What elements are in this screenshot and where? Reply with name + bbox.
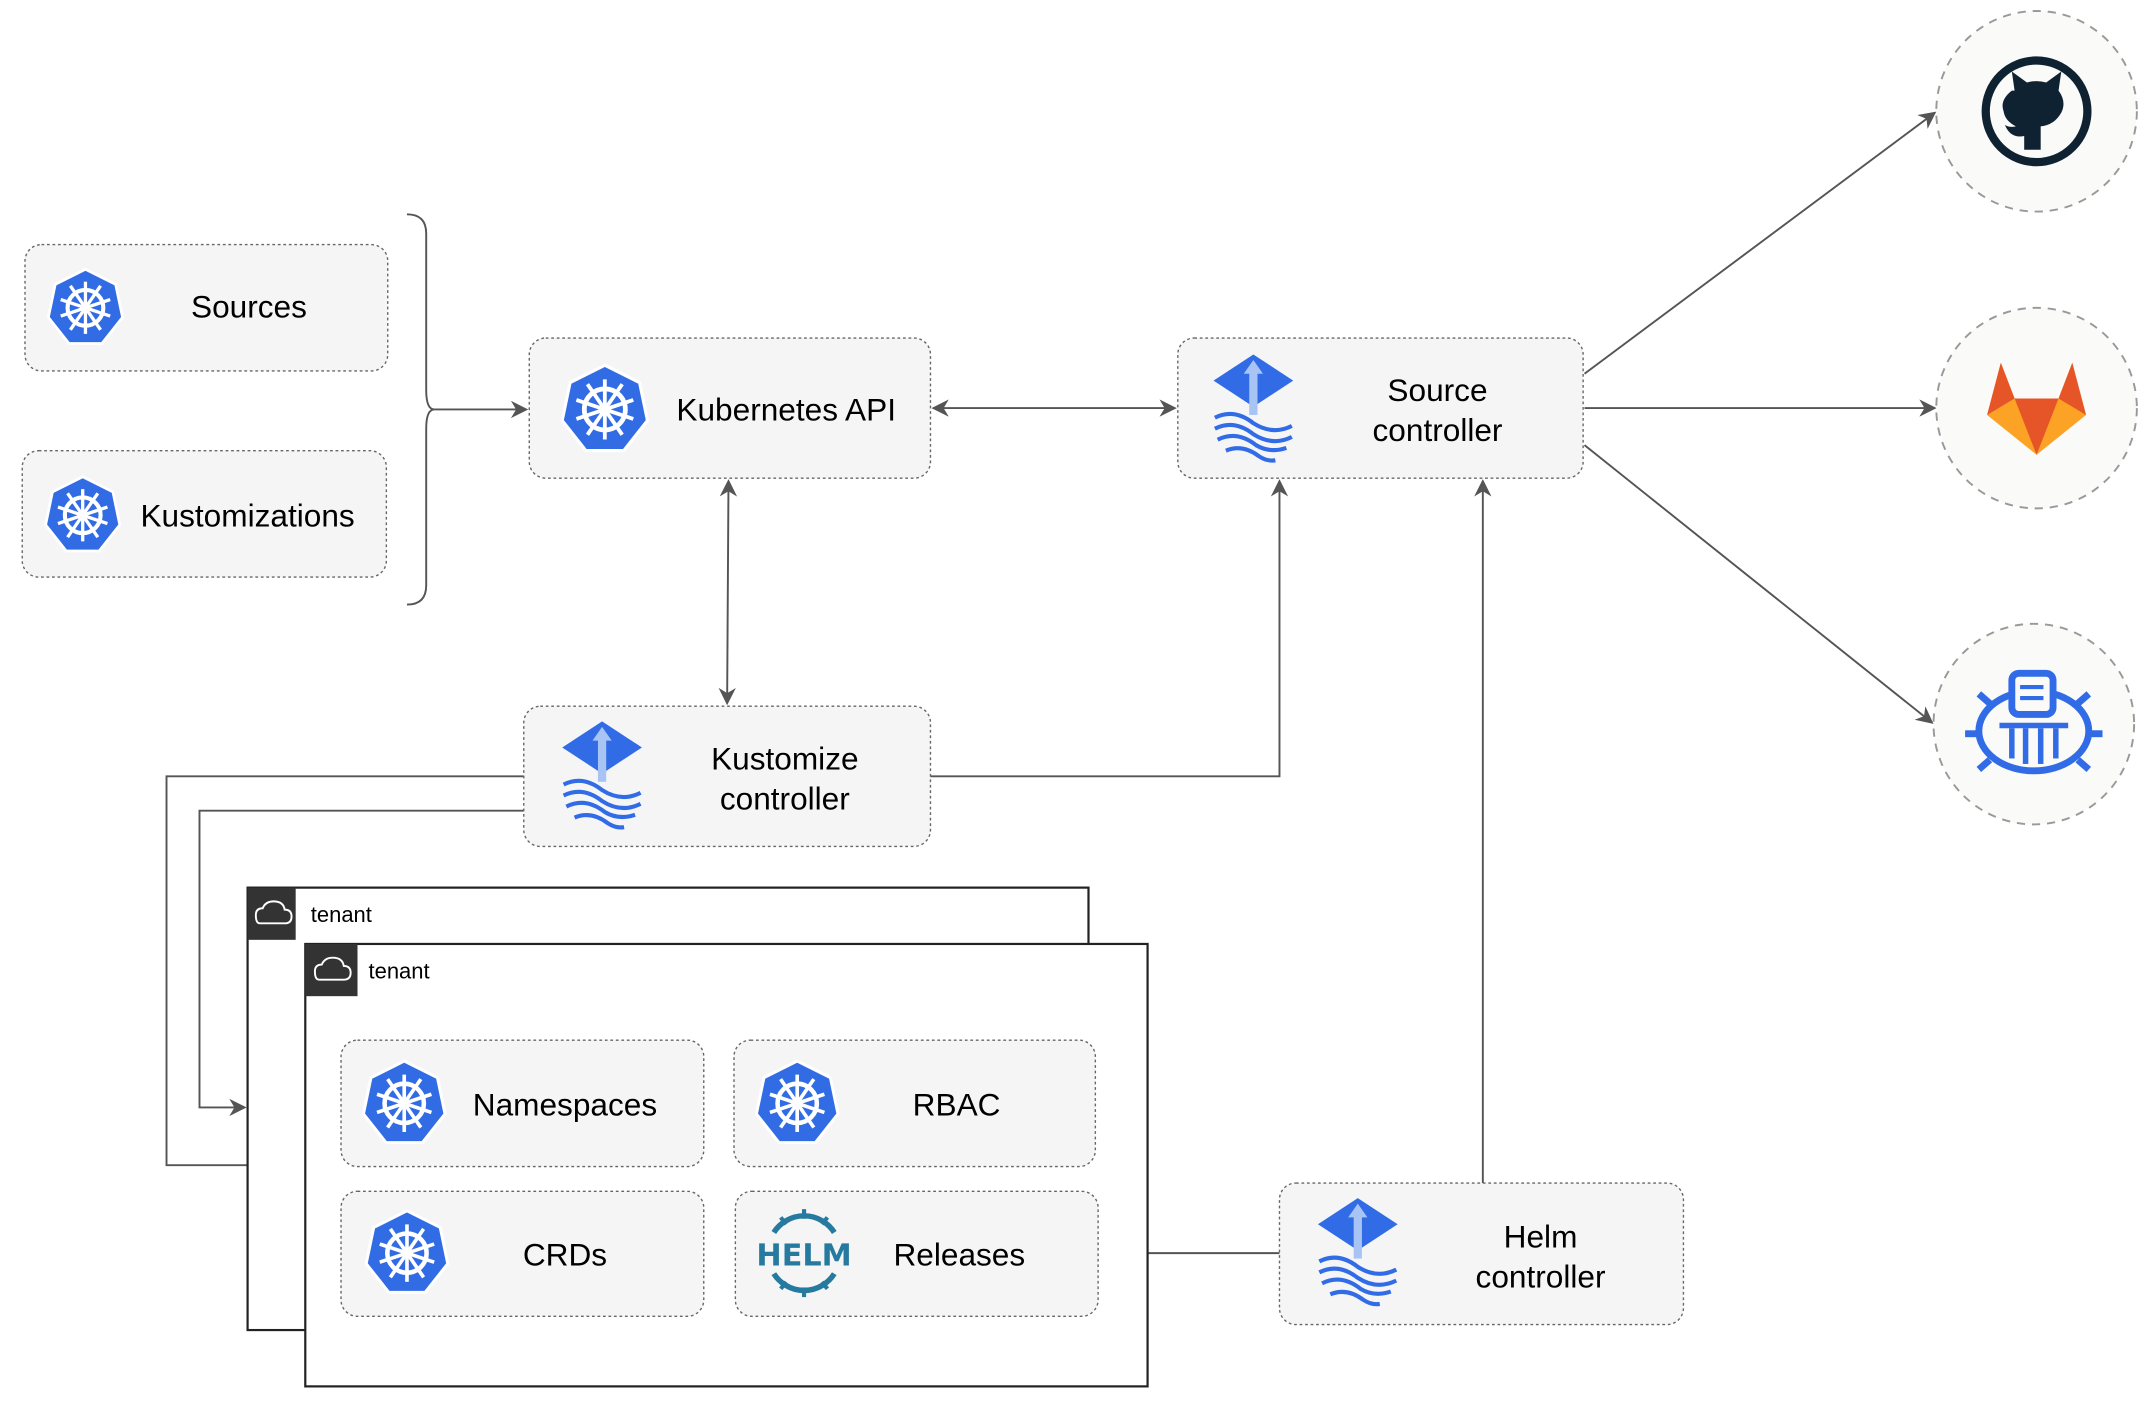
node-label: RBAC xyxy=(913,1087,1001,1123)
gitlab-icon xyxy=(1987,362,2087,455)
tenant-header-badge xyxy=(305,943,358,997)
edge-kustomize-to-tenant-front xyxy=(165,775,524,1174)
node-label-line1: Helm xyxy=(1504,1219,1578,1255)
edge-kustomize-to-tenant-back xyxy=(198,809,524,1117)
node-label-line2: controller xyxy=(1373,412,1503,448)
node-rbac[interactable]: RBAC xyxy=(733,1039,1097,1168)
node-sources[interactable]: Sources xyxy=(24,243,389,372)
node-label: Releases xyxy=(893,1236,1025,1272)
node-helm-controller[interactable]: Helm controller xyxy=(1278,1182,1685,1326)
edge-kubernetes-api-kustomize-controller xyxy=(718,479,738,706)
tenant-front[interactable]: tenant Namespaces RBAC CRDs HELM xyxy=(304,942,1149,1388)
node-source-controller[interactable]: Source controller xyxy=(1177,337,1584,479)
node-label: CRDs xyxy=(523,1236,607,1272)
node-kustomizations[interactable]: Kustomizations xyxy=(21,449,388,578)
node-label: Kubernetes API xyxy=(676,391,896,427)
node-namespaces[interactable]: Namespaces xyxy=(340,1039,705,1168)
helm-icon: HELM xyxy=(756,1209,852,1298)
node-label-line2: controller xyxy=(720,780,850,816)
tenant-header-badge xyxy=(247,887,296,940)
node-label: Kustomizations xyxy=(140,497,354,533)
edge-source-to-github xyxy=(1583,111,1937,375)
node-label: Namespaces xyxy=(473,1087,657,1123)
helm-logo-text: HELM xyxy=(756,1238,851,1273)
tenant-label: tenant xyxy=(311,902,372,927)
node-label-line1: Kustomize xyxy=(711,740,858,776)
edges xyxy=(165,111,1937,1262)
edge-source-to-harbor xyxy=(1583,444,1934,724)
node-crds[interactable]: CRDs xyxy=(340,1190,705,1318)
edge-kustomize-to-source-controller xyxy=(930,479,1289,778)
node-kubernetes-api[interactable]: Kubernetes API xyxy=(528,337,932,479)
harbor-icon xyxy=(1965,669,2103,775)
node-label-line1: Source xyxy=(1387,372,1487,408)
tenant-label: tenant xyxy=(369,958,430,983)
cloud-icon xyxy=(313,956,352,981)
node-releases[interactable]: HELM Releases xyxy=(734,1190,1099,1318)
cloud-icon xyxy=(254,900,293,925)
harbor-node[interactable] xyxy=(1932,622,2136,826)
brace xyxy=(406,213,435,606)
node-label-line2: controller xyxy=(1476,1258,1606,1294)
github-icon xyxy=(1981,56,2092,167)
node-label: Sources xyxy=(191,288,307,324)
node-kustomize-controller[interactable]: Kustomize controller xyxy=(523,705,932,848)
gitlab-node[interactable] xyxy=(1935,306,2138,510)
github-node[interactable] xyxy=(1935,10,2138,213)
